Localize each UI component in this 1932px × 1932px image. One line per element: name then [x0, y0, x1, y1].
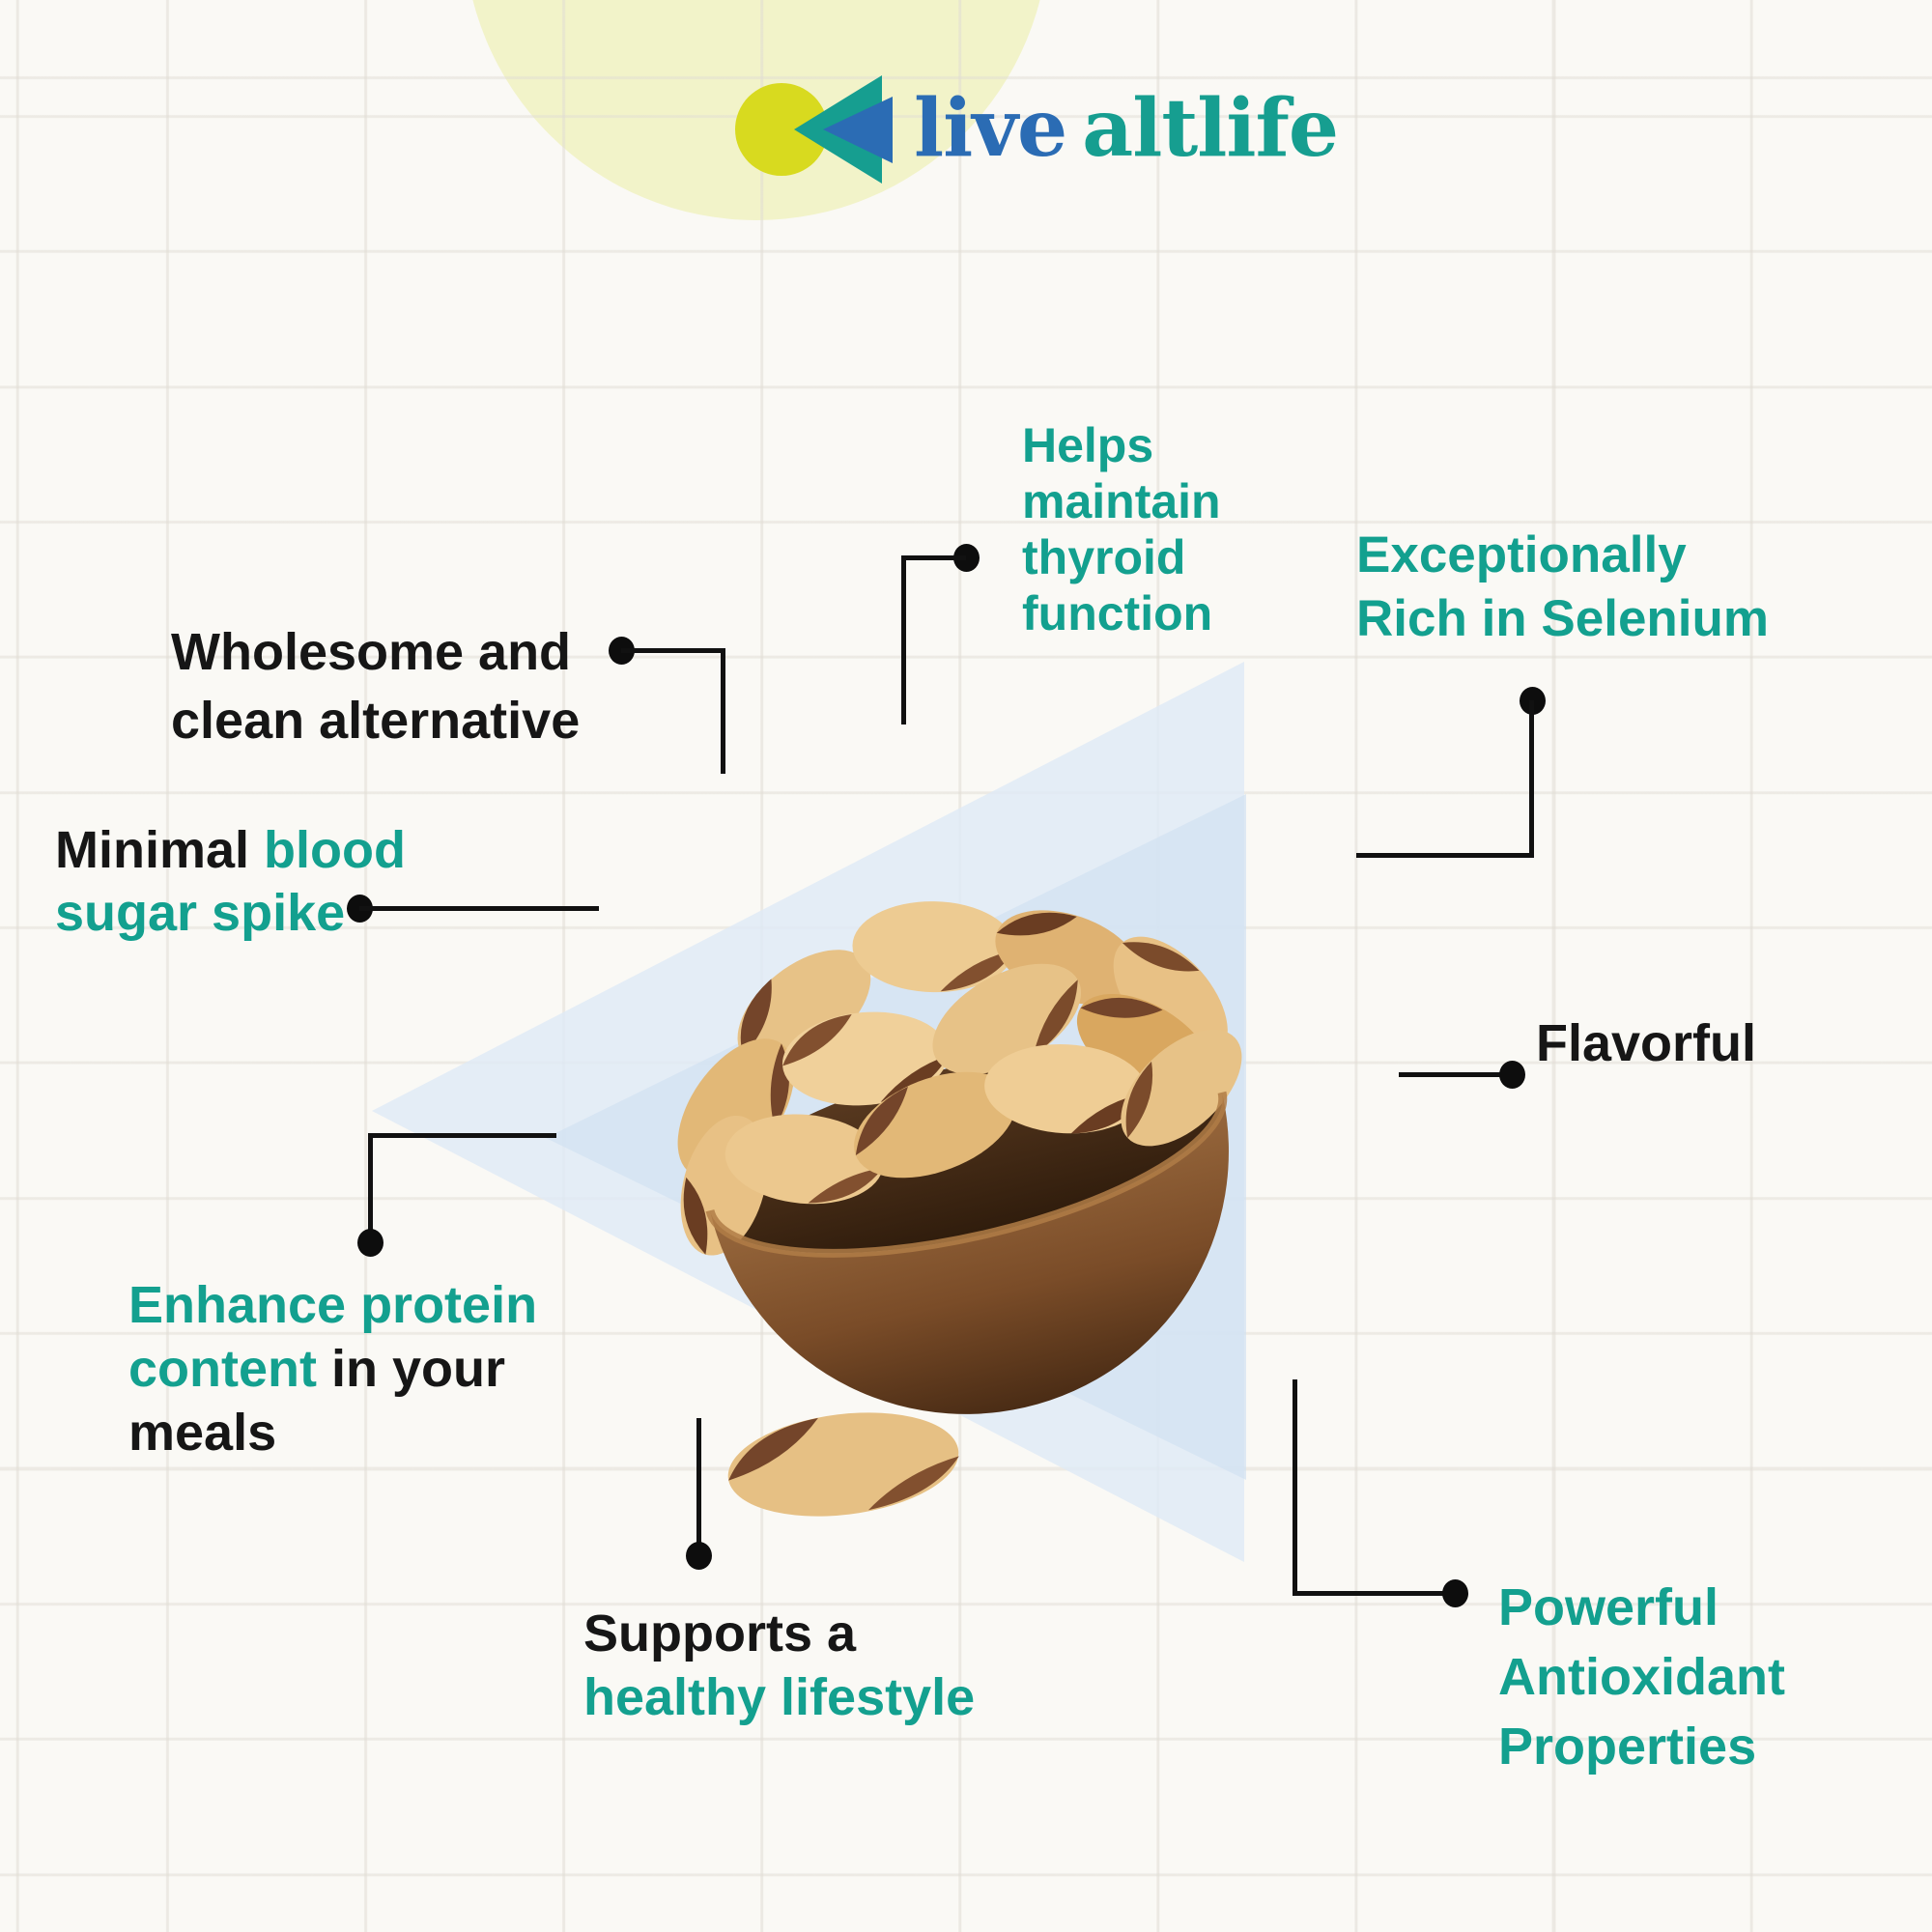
connector-dot-protein [357, 1229, 384, 1257]
callout-line: thyroid [1022, 530, 1186, 584]
brazil-nuts-bowl-image [677, 901, 1242, 1414]
callout-line: Minimal blood [55, 819, 406, 882]
callout-line: Rich in Selenium [1356, 590, 1770, 647]
connector-line [621, 648, 725, 653]
connector-line [1529, 700, 1534, 858]
connector-line [901, 555, 966, 560]
callout-wholesome: Wholesome and clean alternative [171, 618, 580, 755]
connector-line [1399, 1072, 1515, 1077]
connector-line [721, 650, 725, 774]
callout-minimal-blood-sugar: Minimal blood sugar spike [55, 819, 406, 945]
connector-line [1293, 1591, 1453, 1596]
brand-altlife: altlife [1082, 82, 1339, 175]
logo-mark-icon [735, 75, 893, 184]
callout-line: Helps [1022, 418, 1154, 472]
callout-protein: Enhance protein content in your meals [128, 1273, 537, 1464]
callout-antioxidant: Powerful Antioxidant Properties [1498, 1573, 1785, 1781]
brand-live: live [914, 82, 1067, 175]
callout-text-teal: content [128, 1340, 317, 1398]
callout-line: Flavorful [1536, 1014, 1757, 1072]
callout-line: Powerful [1498, 1578, 1719, 1636]
callout-line: healthy lifestyle [583, 1668, 976, 1726]
callout-selenium: Exceptionally Rich in Selenium [1356, 524, 1769, 651]
callout-supports: Supports a healthy lifestyle [583, 1602, 975, 1729]
callout-text-dark: in your [317, 1340, 506, 1398]
callout-text-dark: Minimal [55, 821, 265, 879]
connector-dot-flavorful [1499, 1061, 1525, 1089]
connector-line [368, 1133, 556, 1138]
callout-line: Antioxidant [1498, 1648, 1785, 1706]
callout-line: sugar spike [55, 884, 346, 942]
callout-line: content in your [128, 1337, 537, 1401]
callout-flavorful: Flavorful [1536, 1014, 1756, 1072]
callout-line: Enhance protein [128, 1276, 538, 1334]
callout-line: Properties [1498, 1718, 1757, 1776]
callout-line: Supports a [583, 1605, 857, 1662]
callout-line: Wholesome and [171, 623, 572, 681]
connector-dot-supports [686, 1542, 712, 1570]
connector-line [901, 558, 906, 724]
callout-line: function [1022, 586, 1213, 640]
connector-line [1293, 1379, 1297, 1596]
callout-line: maintain [1022, 474, 1221, 528]
single-brazil-nut-image [727, 1412, 959, 1517]
connector-dot-antioxidant [1442, 1579, 1468, 1607]
connector-line [1356, 853, 1534, 858]
callout-thyroid: Helps maintain thyroid function [1022, 417, 1221, 641]
callout-line: meals [128, 1404, 277, 1462]
callout-line: Exceptionally [1356, 526, 1687, 583]
connector-line [368, 1133, 373, 1236]
callout-text-teal: blood [264, 821, 406, 879]
connector-line [696, 1418, 701, 1548]
callout-line: clean alternative [171, 692, 581, 750]
